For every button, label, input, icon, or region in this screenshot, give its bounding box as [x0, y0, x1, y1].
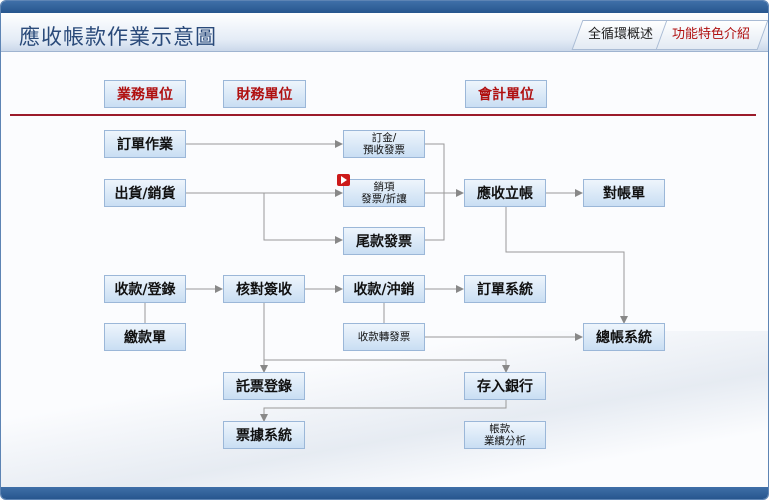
node-order-system[interactable]: 訂單系統 — [464, 275, 546, 303]
node-shipment[interactable]: 出貨/銷貨 — [104, 179, 186, 207]
node-order-work[interactable]: 訂單作業 — [104, 130, 186, 158]
node-verify-sign[interactable]: 核對簽收 — [223, 275, 305, 303]
node-sales-invoice[interactable]: 銷項 發票/折讓 — [343, 179, 425, 207]
category-finance: 財務單位 — [223, 80, 306, 108]
node-gl-system[interactable]: 總帳系統 — [583, 323, 665, 351]
node-ar-posting[interactable]: 應收立帳 — [464, 179, 546, 207]
background-swoosh — [1, 331, 768, 491]
arrow-shipment-to-final-invoice — [263, 193, 343, 244]
category-business: 業務單位 — [104, 80, 186, 108]
node-receipt-register[interactable]: 收款/登錄 — [104, 275, 186, 303]
node-consign-register[interactable]: 託票登錄 — [223, 372, 305, 400]
node-note-system[interactable]: 票據系統 — [223, 421, 305, 449]
play-icon[interactable] — [337, 174, 350, 186]
arrow-ar-to-gl — [505, 207, 628, 324]
bottom-bar — [1, 487, 768, 499]
node-deposit-bank[interactable]: 存入銀行 — [464, 372, 546, 400]
line-invoice-bracket — [425, 143, 445, 241]
node-receipt-writeoff[interactable]: 收款/沖銷 — [343, 275, 425, 303]
top-bar — [1, 1, 768, 13]
node-final-invoice[interactable]: 尾款發票 — [343, 227, 425, 255]
node-receipt-to-invoice[interactable]: 收款轉發票 — [343, 323, 425, 351]
category-divider — [10, 114, 756, 116]
arrow-to-deposit-bank — [264, 359, 510, 373]
page-title: 應收帳款作業示意圖 — [19, 25, 217, 49]
node-account-analysis[interactable]: 帳款、 業績分析 — [464, 421, 546, 449]
category-accounting: 會計單位 — [465, 80, 547, 108]
node-deposit-invoice[interactable]: 訂金/ 預收發票 — [343, 130, 425, 158]
node-statement[interactable]: 對帳單 — [583, 179, 665, 207]
node-payment-slip[interactable]: 繳款單 — [104, 323, 186, 351]
arrow-to-note-system — [260, 399, 507, 422]
